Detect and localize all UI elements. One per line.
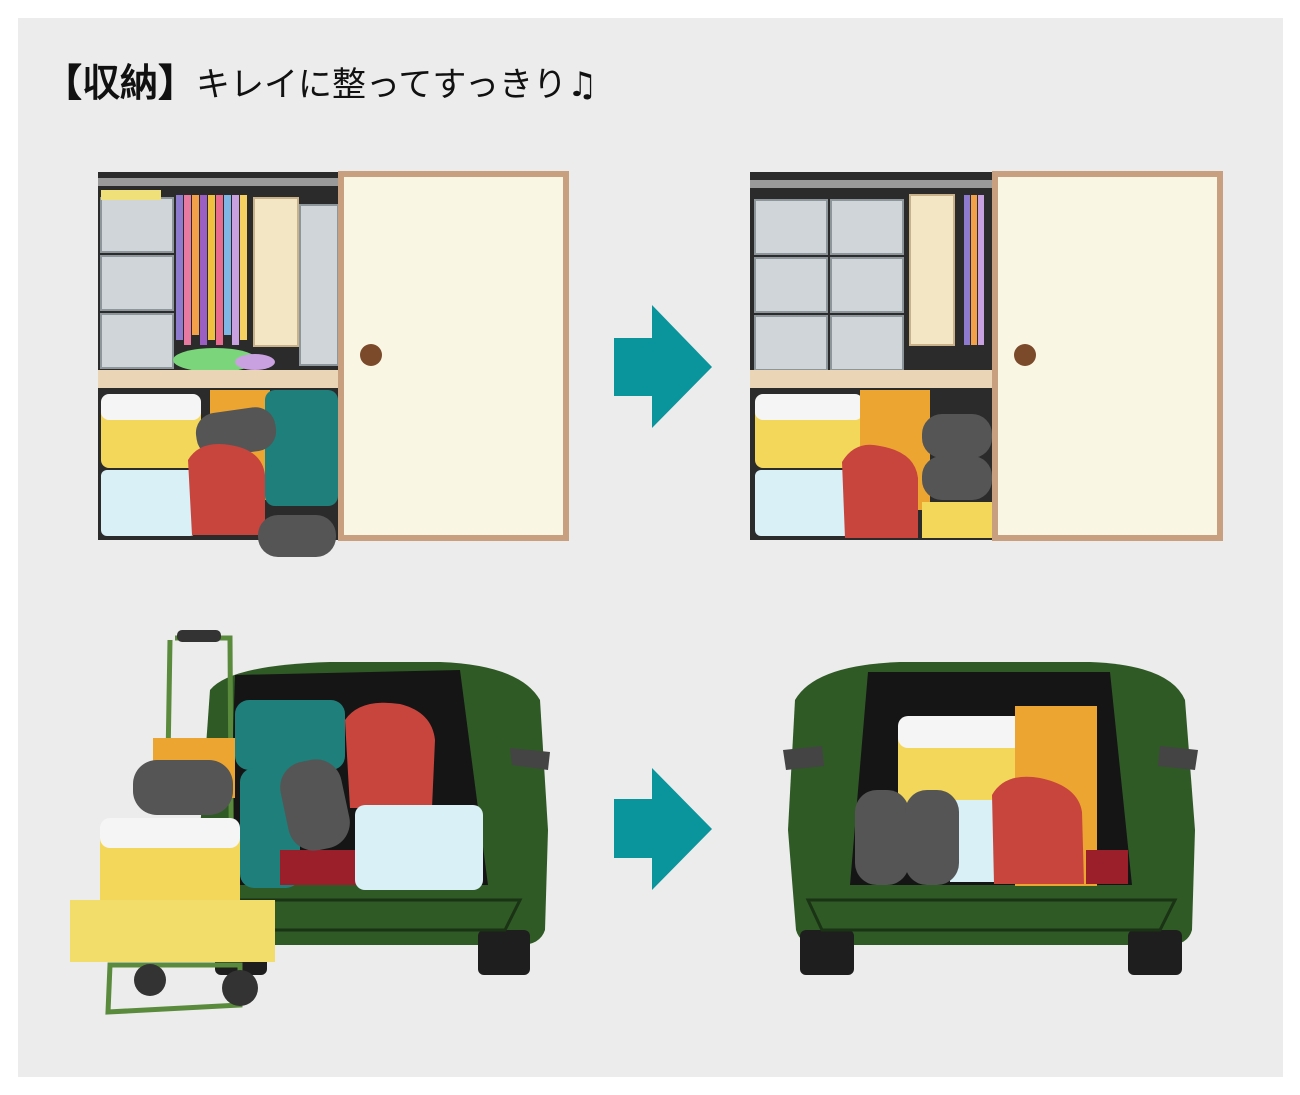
sliding-door-after [992, 171, 1223, 541]
door-handle [1014, 344, 1036, 366]
closet-before [98, 172, 343, 557]
drawer-stack [754, 199, 904, 371]
arrow-right-icon [614, 768, 712, 890]
title-text: キレイに整ってすっきり♫ [196, 65, 598, 105]
hanging-organizer [253, 197, 299, 347]
door-handle [360, 344, 382, 366]
closet-after [750, 172, 995, 540]
car-trunk-after [783, 662, 1198, 975]
sliding-door-before [338, 171, 569, 541]
hanging-organizer [909, 194, 955, 346]
page-title: 【収納】キレイに整ってすっきり♫ [44, 52, 597, 107]
drawer-stack [100, 197, 339, 369]
arrow-right-icon [614, 305, 712, 428]
hand-truck [70, 630, 275, 1015]
car-trunk-before [70, 630, 550, 1015]
title-tag: 【収納】 [44, 61, 197, 105]
hanging-clothes [176, 195, 247, 345]
